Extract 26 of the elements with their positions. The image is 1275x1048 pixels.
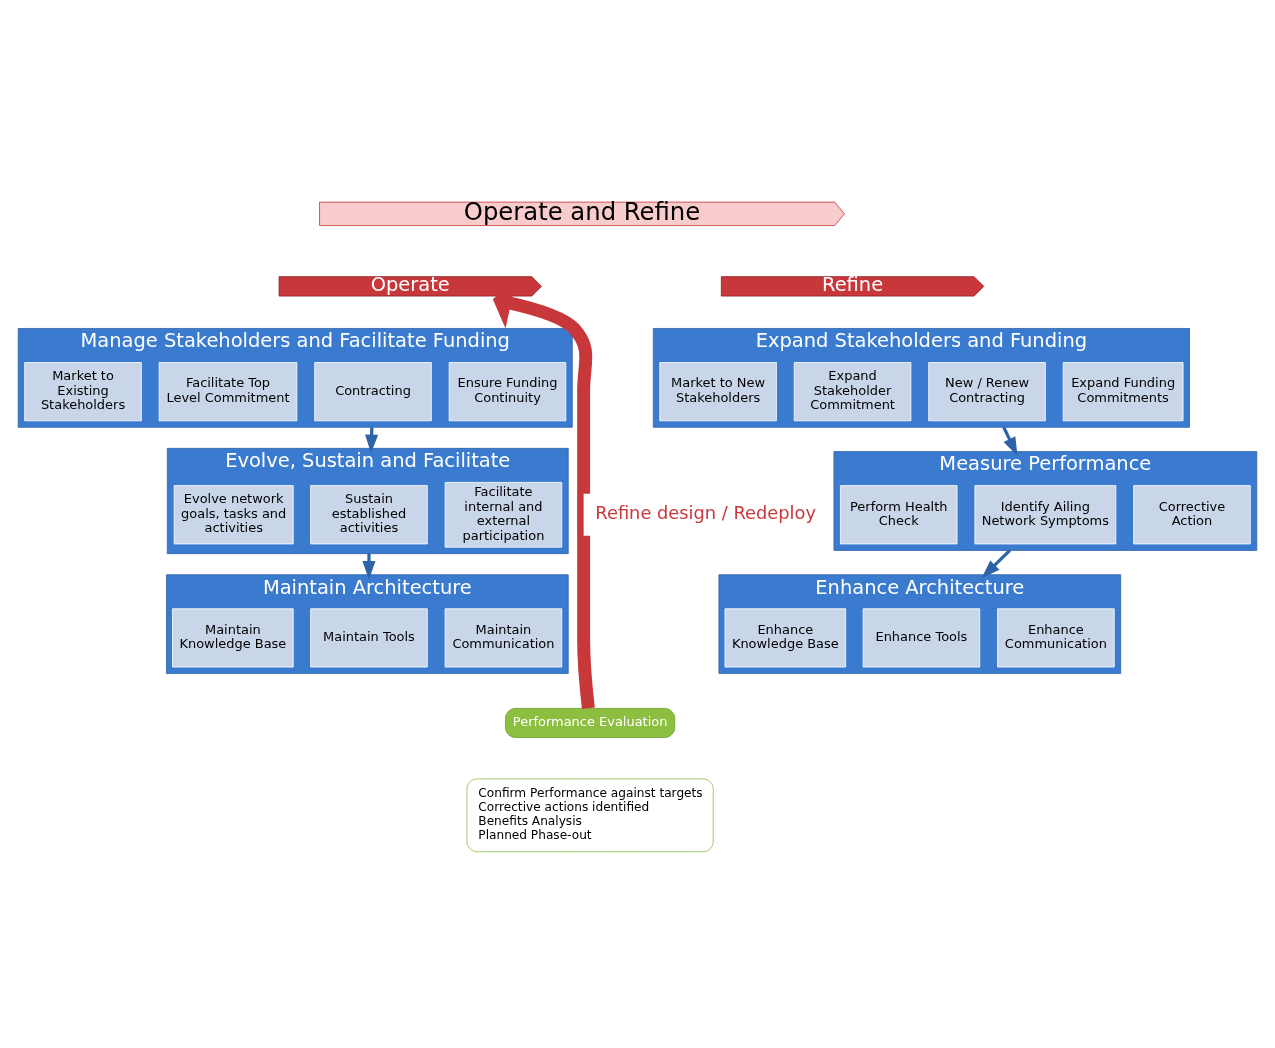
node-box: Maintain Knowledge Base — [172, 607, 294, 667]
arrow — [1002, 426, 1018, 456]
node-box: Performance Evaluation — [505, 707, 676, 738]
node-box: Expand Stakeholder Commitment — [793, 361, 912, 421]
node-box: Market to New Stakeholders — [659, 361, 777, 421]
node-box: Identify Ailing Network Symptoms — [974, 484, 1117, 544]
node-box: New / Renew Contracting — [928, 361, 1046, 421]
edge-label: Refine design / Redeploy — [595, 501, 816, 523]
node-box: Perform Health Check — [840, 484, 958, 544]
node-box: Sustain established activities — [310, 484, 428, 544]
node-box: Enhance Knowledge Base — [724, 607, 847, 667]
node-box: Facilitate internal and external participation — [444, 481, 563, 548]
node-box: Evolve network goals, tasks and activities — [173, 484, 294, 544]
node-box: Corrective Action — [1133, 484, 1251, 544]
node-box: Enhance Tools — [862, 607, 981, 667]
node-box: Contracting — [314, 361, 432, 421]
node-box: Market to Existing Stakeholders — [24, 361, 142, 421]
arrow — [362, 553, 376, 580]
node-box: Enhance Communication — [997, 607, 1115, 667]
node-box: Maintain Communication — [444, 607, 563, 667]
node-box: Facilitate Top Level Commitment — [158, 361, 298, 421]
arrow — [981, 548, 1011, 578]
node-box: Confirm Performance against targets Corrective actions identified Benefits Analysis Planned Phase-out — [466, 777, 714, 852]
node-box: Expand Funding Commitments — [1062, 361, 1184, 421]
node-box: Ensure Funding Continuity — [448, 361, 567, 421]
node-box: Maintain Tools — [310, 607, 428, 667]
